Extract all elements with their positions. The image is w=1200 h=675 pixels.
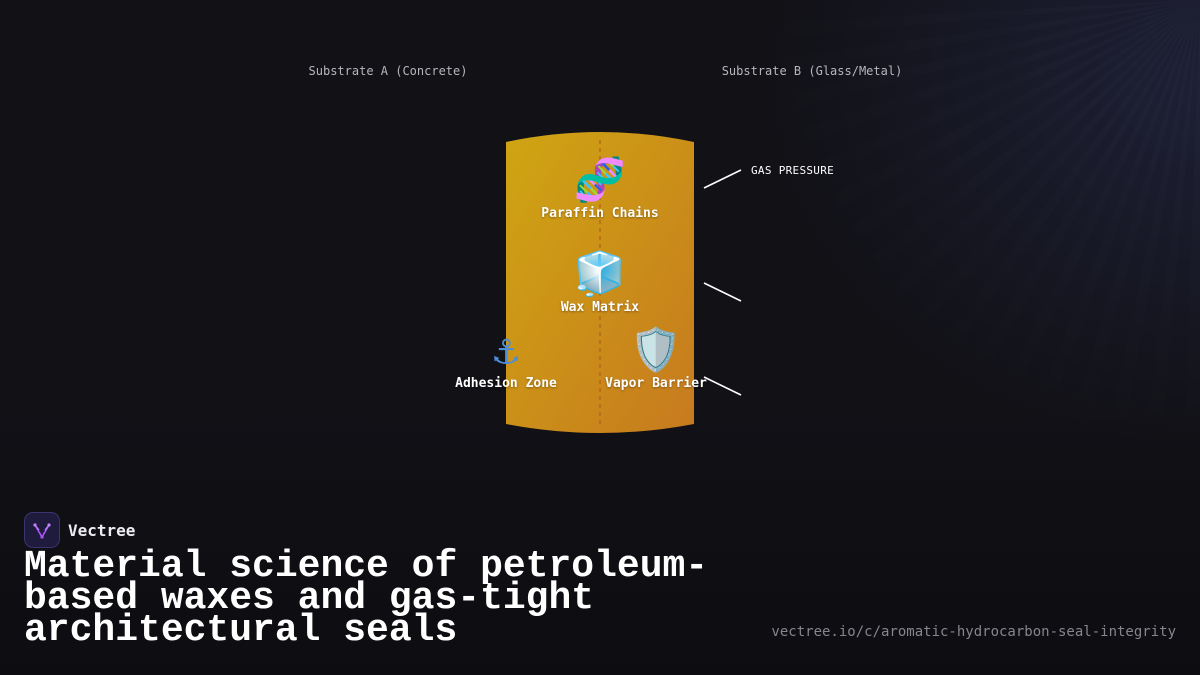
page-title: Material science of petroleum-based waxe… — [24, 545, 709, 652]
pressure-arrow — [703, 169, 742, 189]
vectree-logo-icon — [24, 512, 60, 548]
anchor-icon: ⚓ — [493, 325, 519, 374]
wax-matrix-label: Wax Matrix — [560, 300, 640, 315]
brand[interactable]: Vectree — [24, 512, 135, 548]
seal-body — [506, 132, 694, 433]
paraffin-chains-label: Paraffin Chains — [541, 206, 659, 221]
pressure-arrow — [703, 376, 742, 396]
ice-cube-icon: 🧊 — [573, 249, 627, 298]
substrate-a-label: Substrate A (Concrete) — [308, 64, 468, 78]
adhesion-zone-label: Adhesion Zone — [455, 376, 557, 391]
gas-pressure-label: GAS PRESSURE — [751, 164, 835, 177]
wax-matrix-node: 🧊 Wax Matrix — [560, 249, 640, 316]
dna-icon: 🧬 — [573, 155, 627, 204]
vapor-barrier-label: Vapor Barrier — [605, 376, 707, 391]
background-rays — [640, 0, 1200, 560]
vapor-barrier-node: 🛡️ Vapor Barrier — [605, 325, 707, 392]
pressure-arrow — [703, 282, 742, 302]
shield-icon: 🛡️ — [629, 325, 683, 374]
paraffin-chains-node: 🧬 Paraffin Chains — [541, 155, 659, 222]
page-url[interactable]: vectree.io/c/aromatic-hydrocarbon-seal-i… — [771, 624, 1176, 640]
adhesion-zone-node: ⚓ Adhesion Zone — [455, 325, 557, 392]
brand-name: Vectree — [68, 520, 136, 540]
substrate-b-label: Substrate B (Glass/Metal) — [721, 64, 903, 78]
